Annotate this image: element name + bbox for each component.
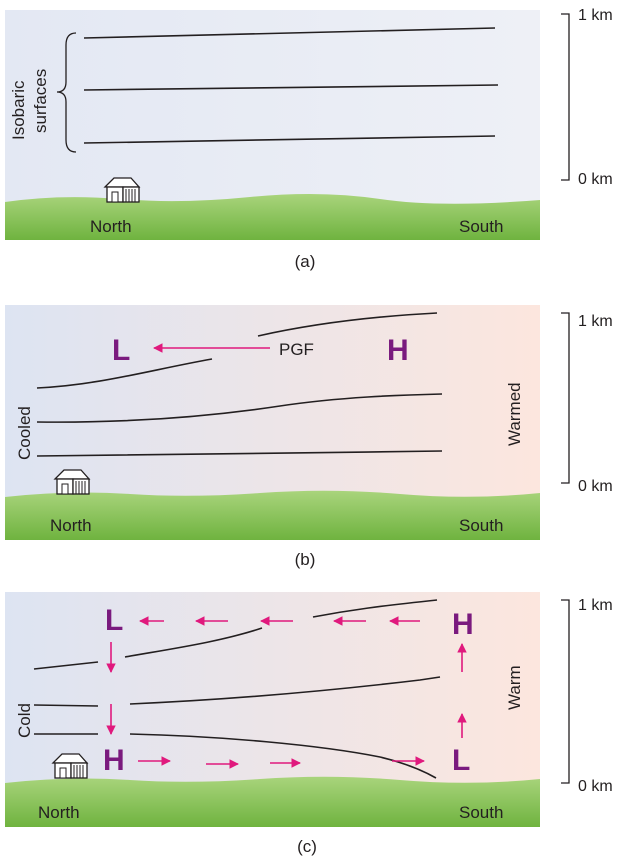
scale-top-a: 1 km (578, 7, 613, 24)
ground-c (5, 776, 540, 827)
scale-bottom-c: 0 km (578, 778, 613, 795)
isobar-c-top-left (33, 661, 99, 670)
low-c-bottom: L (452, 744, 470, 777)
isobar-a-bottom (83, 135, 496, 144)
south-label-b: South (459, 516, 503, 535)
caption-b: (b) (295, 550, 316, 569)
house-icon (52, 753, 88, 779)
high-c-bottom: H (103, 744, 125, 777)
low-b: L (112, 334, 130, 367)
high-b: H (387, 334, 409, 367)
panel-b: L H PGF Cooled Warmed North South (b) 1 … (5, 305, 613, 569)
isobar-c-top-mid (124, 627, 263, 658)
scale-top-b: 1 km (578, 313, 613, 330)
isobar-b-top-right (257, 312, 438, 337)
scale-top-c: 1 km (578, 597, 613, 614)
south-label-a: South (459, 217, 503, 236)
high-c-top: H (452, 608, 474, 641)
isobar-a-top (83, 27, 496, 39)
low-c-top: L (105, 604, 123, 637)
scale-bottom-a: 0 km (578, 171, 613, 188)
isobar-a-middle (83, 84, 499, 91)
pgf-label: PGF (279, 340, 314, 359)
house-icon (54, 469, 90, 495)
isobar-c-middle-left (33, 704, 99, 707)
warm-label: Warm (505, 665, 524, 710)
warmed-label: Warmed (505, 382, 524, 446)
isobar-c-middle-right (129, 676, 441, 705)
caption-a: (a) (295, 252, 316, 271)
isobar-c-top-right (312, 599, 438, 618)
north-label-b: North (50, 516, 92, 535)
ground-b (5, 490, 540, 540)
house-icon (104, 177, 140, 203)
south-label-c: South (459, 803, 503, 822)
isobar-b-bottom (36, 450, 443, 457)
isobar-c-bottom-right (129, 733, 437, 779)
scale-bar-c (561, 599, 570, 784)
brace-icon (56, 32, 77, 153)
scale-bar-a (561, 13, 570, 181)
panel-a: Isobaric surfaces North South (a) 1 km 0… (5, 7, 613, 271)
cold-label: Cold (15, 703, 34, 738)
scale-bottom-b: 0 km (578, 478, 613, 495)
ground-a (5, 193, 540, 240)
circulation-arrows (106, 616, 467, 769)
cooled-label: Cooled (15, 406, 34, 460)
isobar-b-middle (36, 393, 443, 423)
isobar-b-top-left (36, 358, 213, 389)
panel-c: L H H L Cold Warm North South (c) 1 km 0… (5, 592, 613, 856)
north-label-a: North (90, 217, 132, 236)
isobaric-label-1: Isobaric (9, 80, 28, 140)
north-label-c: North (38, 803, 80, 822)
scale-bar-b (561, 312, 570, 484)
caption-c: (c) (297, 837, 317, 856)
isobaric-label-2: surfaces (31, 69, 50, 133)
